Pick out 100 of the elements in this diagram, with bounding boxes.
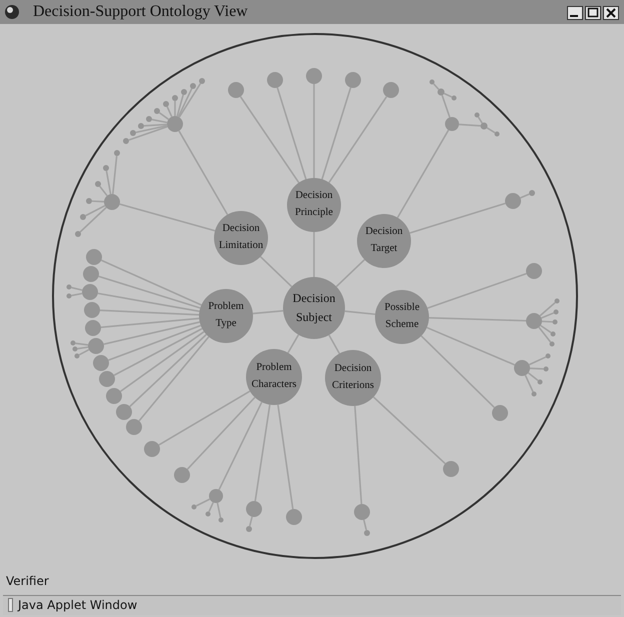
branch-node <box>116 404 132 420</box>
branch-node <box>306 68 322 84</box>
connector-line <box>104 321 200 345</box>
connector-line <box>530 368 544 370</box>
branch-node <box>383 82 399 98</box>
leaf-node <box>70 340 76 346</box>
branch-node <box>228 82 244 98</box>
leaf-node <box>190 83 196 89</box>
connector-line <box>540 302 556 316</box>
leaf-node <box>532 392 536 396</box>
connector-line <box>428 317 526 322</box>
branch-node <box>526 263 542 279</box>
branch-node <box>286 509 302 525</box>
connector-line <box>144 124 168 127</box>
connector-line <box>252 310 284 314</box>
branch-node <box>84 302 100 318</box>
connector-line <box>98 292 200 312</box>
branch-node <box>514 360 530 376</box>
connector-line <box>276 87 307 180</box>
connector-line <box>542 320 553 323</box>
leaf-node <box>529 190 535 196</box>
connector-line <box>254 404 271 502</box>
connector-line <box>541 312 554 319</box>
leaf-node <box>544 366 548 372</box>
branch-node <box>526 313 542 329</box>
leaf-node <box>154 108 160 114</box>
connector-line <box>92 200 104 202</box>
connector-line <box>108 324 201 361</box>
connector-line <box>248 516 253 526</box>
connector-line <box>426 326 515 366</box>
connector-line <box>138 336 210 422</box>
connector-line <box>106 170 112 194</box>
connector-line <box>120 331 204 392</box>
connector-line <box>486 127 496 134</box>
branch-node <box>246 501 262 517</box>
leaf-node <box>172 95 178 101</box>
branch-node <box>492 405 508 421</box>
connector-line <box>328 96 388 184</box>
branch-node <box>104 194 120 210</box>
connector-line <box>100 260 202 306</box>
connector-line <box>152 118 168 124</box>
connector-line <box>158 112 169 120</box>
leaf-node <box>550 342 554 346</box>
branch-node <box>99 371 115 387</box>
branch-node <box>345 72 361 88</box>
connector-line <box>396 130 450 218</box>
leaf-node <box>430 80 434 84</box>
concept-label: Problem Characters <box>250 361 298 392</box>
leaf-node <box>103 165 109 171</box>
leaf-node <box>86 198 92 204</box>
connector-line <box>114 328 203 376</box>
leaf-node <box>72 346 78 352</box>
branch-node <box>209 489 223 503</box>
connector-line <box>178 130 228 216</box>
connector-line <box>313 232 315 277</box>
connector-line <box>80 206 107 233</box>
concept-label: Decision Target <box>364 225 404 256</box>
connector-line <box>363 520 368 530</box>
leaf-node <box>95 181 101 187</box>
connector-line <box>100 310 200 316</box>
connector-line <box>196 498 210 507</box>
connector-line <box>372 396 446 464</box>
connector-line <box>98 276 200 309</box>
connector-line <box>287 334 300 354</box>
branch-node <box>85 320 101 336</box>
connector-line <box>136 124 168 134</box>
connector-line <box>528 372 539 382</box>
leaf-node <box>546 354 550 358</box>
connector-line <box>240 96 300 184</box>
connector-line <box>119 203 216 232</box>
connector-line <box>186 396 256 470</box>
connector-line <box>277 404 294 510</box>
connector-line <box>128 126 168 141</box>
connector-line <box>77 346 88 350</box>
window-title: Decision-Support Ontology View <box>33 3 248 21</box>
connector-line <box>112 156 118 194</box>
connector-line <box>178 88 192 118</box>
connector-line <box>75 342 88 346</box>
connector-line <box>208 502 214 512</box>
leaf-node <box>66 294 72 298</box>
leaf-node <box>163 101 169 107</box>
connector-line <box>313 84 315 178</box>
concept-label: Decision Principle <box>294 189 334 220</box>
connector-line <box>433 83 440 90</box>
connector-line <box>129 334 207 408</box>
connector-line <box>218 402 262 490</box>
connector-line <box>540 324 552 334</box>
connector-line <box>444 92 452 98</box>
leaf-node <box>438 88 444 96</box>
branch-node <box>83 266 99 282</box>
branch-node <box>126 419 142 435</box>
connector-line <box>78 349 90 356</box>
leaf-node <box>181 89 187 95</box>
leaf-node <box>138 123 144 129</box>
connector-line <box>176 94 184 117</box>
branch-node <box>505 193 521 209</box>
leaf-node <box>550 332 556 336</box>
branch-node <box>106 388 122 404</box>
connector-line <box>427 272 527 309</box>
branch-node <box>88 338 104 354</box>
